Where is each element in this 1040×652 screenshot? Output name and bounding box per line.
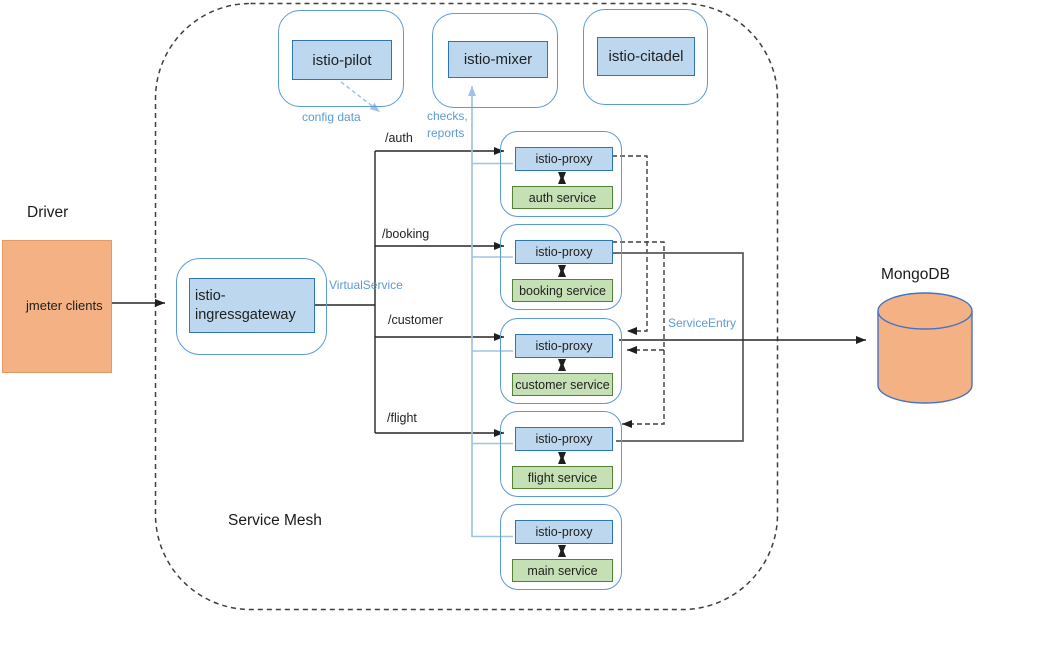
route-flight-label: /flight xyxy=(387,411,417,425)
driver-title: Driver xyxy=(27,204,69,221)
line-booking-flight-mongo-trunk xyxy=(612,252,744,442)
istio-proxy-box: istio-proxy xyxy=(515,334,613,358)
route-customer-label: /customer xyxy=(388,313,443,327)
mongodb-label: MongoDB xyxy=(881,266,950,283)
istio-mixer-box: istio-mixer xyxy=(448,41,548,78)
serviceentry-label: ServiceEntry xyxy=(668,316,737,330)
pod-booking: istio-proxy booking service xyxy=(500,224,622,310)
mongodb-cylinder xyxy=(877,292,973,404)
config-data-label: config data xyxy=(302,110,361,124)
pod-auth: istio-proxy auth service xyxy=(500,131,622,217)
route-auth-label: /auth xyxy=(385,131,413,145)
route-booking-label: /booking xyxy=(382,227,430,241)
jmeter-clients-box: jmeter clients xyxy=(2,240,112,373)
ingressgateway-box: istio-ingressgateway xyxy=(189,278,315,333)
istio-pilot-box: istio-pilot xyxy=(292,40,392,80)
virtualservice-label: VirtualService xyxy=(329,278,403,292)
istio-proxy-box: istio-proxy xyxy=(515,427,613,451)
service-box: flight service xyxy=(512,466,613,489)
pod-main: istio-proxy main service xyxy=(500,504,622,590)
checks-reports-label: checks, reports xyxy=(427,109,468,141)
istio-citadel-box: istio-citadel xyxy=(597,37,695,76)
ingressgateway-container xyxy=(176,258,327,355)
service-box: auth service xyxy=(512,186,613,209)
istio-mixer-container xyxy=(432,13,558,108)
istio-citadel-container xyxy=(583,9,708,105)
service-mesh-label: Service Mesh xyxy=(228,512,322,529)
pod-customer: istio-proxy customer service xyxy=(500,318,622,404)
ingressgateway-label: istio-ingressgateway xyxy=(195,287,296,323)
service-box: main service xyxy=(512,559,613,582)
service-box: booking service xyxy=(512,279,613,302)
istio-pilot-container xyxy=(278,10,404,107)
istio-proxy-box: istio-proxy xyxy=(515,147,613,171)
pod-flight: istio-proxy flight service xyxy=(500,411,622,497)
istio-proxy-box: istio-proxy xyxy=(515,520,613,544)
service-box: customer service xyxy=(512,373,613,396)
istio-proxy-box: istio-proxy xyxy=(515,240,613,264)
jmeter-clients-label: jmeter clients xyxy=(26,298,103,314)
